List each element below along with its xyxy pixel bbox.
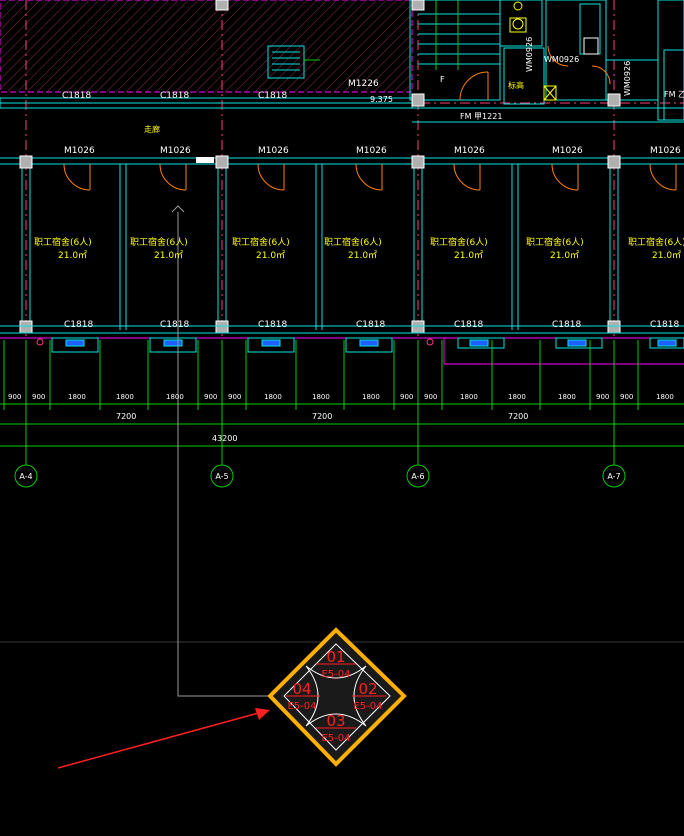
dim-small-7: 900 — [228, 393, 241, 401]
elevation-mark: 9.375 — [370, 95, 393, 104]
axis-label-a4: A-4 — [19, 472, 32, 481]
detail-index-left-number: 04 — [292, 680, 311, 698]
shaft-note: 标高 — [508, 80, 524, 90]
room-name-6: 职工宿舍(6人) — [526, 236, 584, 248]
dim-small-16: 900 — [596, 393, 609, 401]
detail-index-right-number: 02 — [358, 680, 377, 698]
bottom-window-label-1: C1818 — [64, 320, 93, 330]
detail-index-right-ref: E5-04 — [353, 701, 382, 712]
bottom-window-label-4: C1818 — [356, 320, 385, 330]
room-door-label-5: M1026 — [454, 146, 485, 156]
wc-door-label-c: WM0926 — [623, 61, 632, 96]
room-name-5: 职工宿舍(6人) — [430, 236, 488, 248]
top-window-label-3: C1818 — [258, 91, 287, 101]
dim-small-10: 1800 — [362, 393, 380, 401]
dim-small-13: 1800 — [460, 393, 478, 401]
axis-label-a7: A-7 — [607, 472, 620, 481]
room-door-label-3: M1026 — [258, 146, 289, 156]
room-area-2: 21.0㎡ — [154, 250, 183, 261]
bottom-window-label-7: C1818 — [650, 320, 679, 330]
wc-door-label-a: WM0926 — [544, 55, 579, 64]
room-area-1: 21.0㎡ — [58, 250, 87, 261]
dim-small-1: 900 — [8, 393, 21, 401]
room-door-label-2: M1026 — [160, 146, 191, 156]
room-door-label-6: M1026 — [552, 146, 583, 156]
room-name-4: 职工宿舍(6人) — [324, 236, 382, 248]
dim-small-5: 1800 — [166, 393, 184, 401]
dim-small-3: 1800 — [68, 393, 86, 401]
room-door-label-1: M1026 — [64, 146, 95, 156]
top-door-label: M1226 — [348, 79, 379, 89]
detail-index-top-ref: E5-04 — [321, 669, 350, 680]
room-door-swings — [63, 163, 677, 191]
bottom-window-label-2: C1818 — [160, 320, 189, 330]
detail-index-bottom-number: 03 — [326, 712, 345, 730]
leader-line — [177, 212, 270, 697]
stair-wc-block — [409, 0, 684, 121]
dim-small-9: 1800 — [312, 393, 330, 401]
wc-doors — [459, 45, 611, 101]
dim-small-4: 1800 — [116, 393, 134, 401]
balcony-units — [36, 337, 684, 353]
room-name-2: 职工宿舍(6人) — [130, 236, 188, 248]
corridor-fixture — [196, 157, 214, 163]
top-window-label-1: C1818 — [62, 91, 91, 101]
room-door-label-4: M1026 — [356, 146, 387, 156]
detail-index-left-ref: E5-04 — [287, 701, 316, 712]
bottom-window-label-6: C1818 — [552, 320, 581, 330]
dim-small-15: 1800 — [558, 393, 576, 401]
hatched-roof-area — [0, 0, 413, 93]
wc-door-label-b: WM0926 — [525, 37, 534, 72]
room-area-7: 21.0㎡ — [652, 250, 681, 261]
structural-columns — [19, 0, 621, 334]
detail-index-top-number: 01 — [326, 648, 345, 666]
dim-small-2: 900 — [32, 393, 45, 401]
corridor-note: 走廊 — [144, 124, 160, 134]
room-area-4: 21.0㎡ — [348, 250, 377, 261]
axis-bubbles — [14, 464, 626, 488]
annotation-arrow — [57, 708, 270, 769]
bottom-window-label-3: C1818 — [258, 320, 287, 330]
detail-index-bottom-ref: E5-04 — [321, 733, 350, 744]
axis-label-a5: A-5 — [215, 472, 228, 481]
room-partitions — [21, 164, 619, 330]
room-name-7: 职工宿舍(6人) — [628, 236, 684, 248]
room-door-label-7: M1026 — [650, 146, 681, 156]
dim-small-18: 1800 — [656, 393, 674, 401]
top-wall — [0, 97, 684, 123]
dim-small-14: 1800 — [508, 393, 526, 401]
room-area-3: 21.0㎡ — [256, 250, 285, 261]
fire-door-label: FM 甲1221 — [460, 112, 502, 121]
wc-fixtures — [509, 1, 599, 101]
corridor — [0, 157, 684, 165]
stair-f-label: F — [440, 75, 445, 84]
axis-label-a6: A-6 — [411, 472, 424, 481]
dim-small-17: 900 — [620, 393, 633, 401]
fm-right-label: FM 乙 — [664, 90, 684, 99]
bottom-window-label-5: C1818 — [454, 320, 483, 330]
top-window-label-2: C1818 — [160, 91, 189, 101]
leader-cursor-icon — [171, 205, 185, 213]
dim-total: 43200 — [212, 434, 237, 443]
room-area-5: 21.0㎡ — [454, 250, 483, 261]
room-name-1: 职工宿舍(6人) — [34, 236, 92, 248]
room-area-6: 21.0㎡ — [550, 250, 579, 261]
room-name-3: 职工宿舍(6人) — [232, 236, 290, 248]
dimension-lines — [0, 340, 684, 470]
dim-small-6: 900 — [204, 393, 217, 401]
equipment-symbol — [267, 45, 320, 79]
dim-small-12: 900 — [424, 393, 437, 401]
dim-small-8: 1800 — [264, 393, 282, 401]
dim-small-11: 900 — [400, 393, 413, 401]
dim-bay-2: 7200 — [312, 412, 332, 421]
dim-bay-3: 7200 — [508, 412, 528, 421]
dim-bay-1: 7200 — [116, 412, 136, 421]
detail-index-symbol[interactable] — [267, 627, 407, 767]
